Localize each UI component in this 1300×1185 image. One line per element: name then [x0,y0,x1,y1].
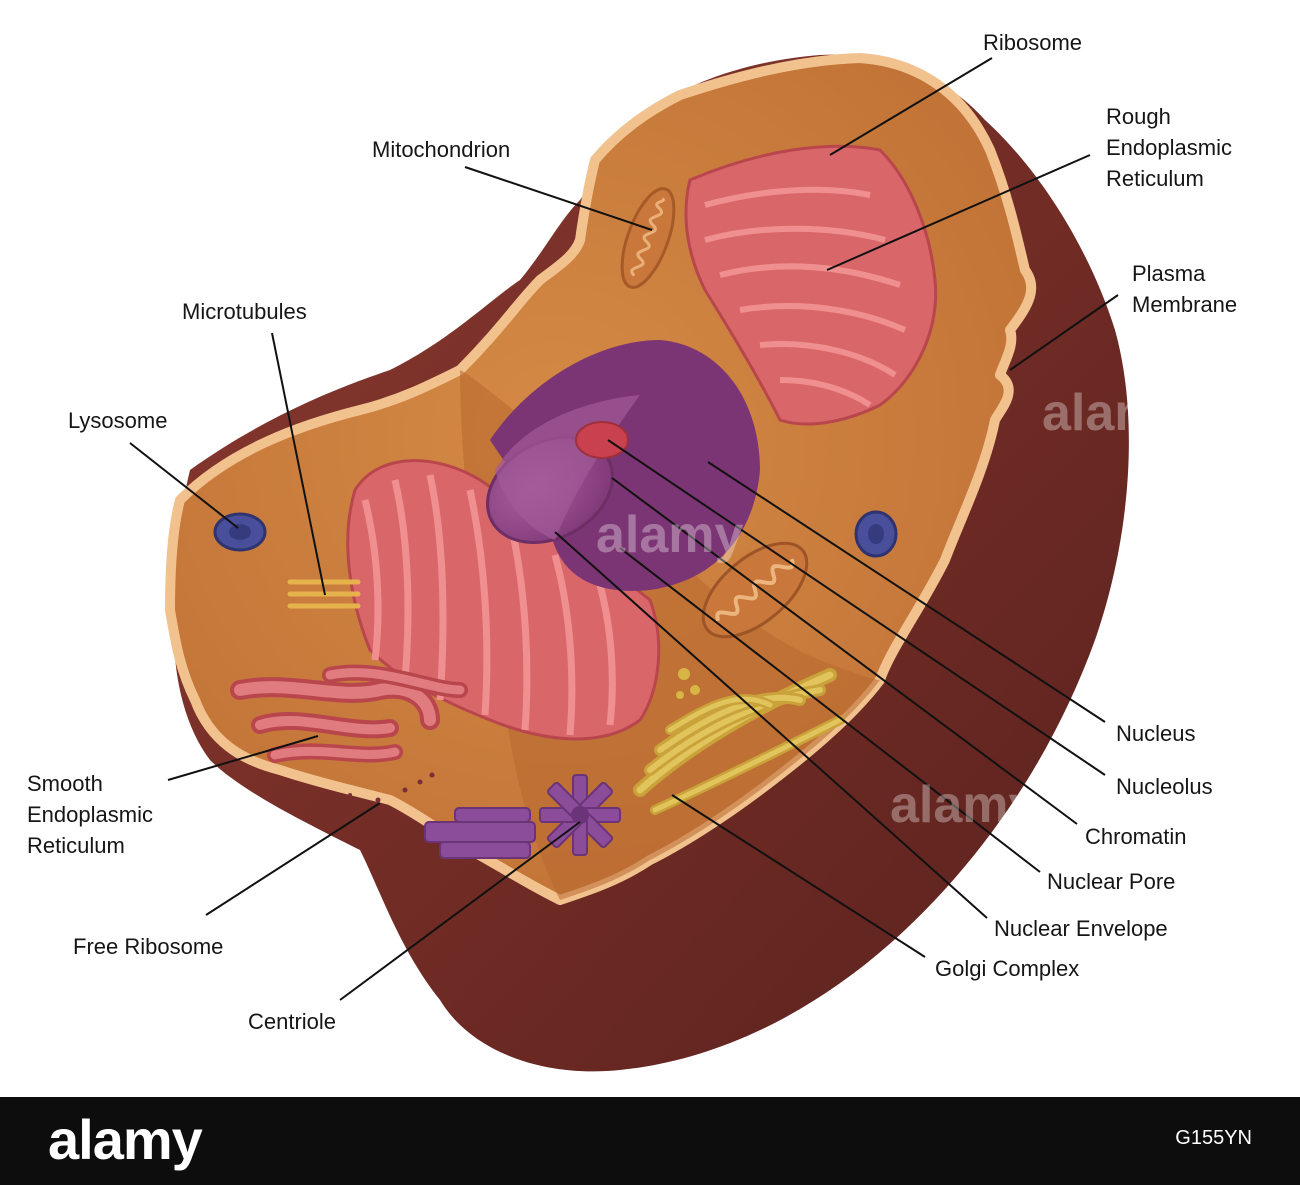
leader-free-ribosome [205,802,381,916]
label-mitochondrion: Mitochondrion [372,137,511,162]
leader-nucleolus [607,439,1106,776]
watermark-right: alamy [1042,384,1190,442]
footer-bar: alamy G155YN [0,1097,1300,1185]
label-smooth-er-line2: Endoplasmic [27,802,153,827]
label-chromatin: Chromatin [1085,824,1187,849]
leader-nucleus [707,461,1106,723]
free-ribosome-dots [348,772,435,803]
label-rough-er-line3: Reticulum [1106,166,1204,191]
nucleus-organelle [486,340,760,591]
leader-ribosome [829,57,993,156]
leader-nuclear-envelope [554,531,988,919]
watermark-center: alamy [596,506,744,564]
label-nuclear-pore: Nuclear Pore [1047,869,1176,894]
rough-er-lower [346,459,661,741]
label-microtubules: Microtubules [182,299,307,324]
smooth-er-organelle [230,664,468,763]
label-nuclear-envelope: Nuclear Envelope [994,916,1168,941]
label-rough-er: Rough Endoplasmic Reticulum [1106,101,1232,194]
label-lysosome: Lysosome [68,408,168,433]
label-centriole: Centriole [248,1009,337,1034]
leader-centriole [339,821,581,1001]
leader-rough-er [826,154,1091,271]
label-nucleus: Nucleus [1116,721,1196,746]
label-smooth-er-line3: Reticulum [27,833,125,858]
label-smooth-er-line1: Smooth [27,771,103,796]
leader-lysosome [129,442,239,529]
leader-plasma-membrane [1009,294,1119,371]
footer-image-id: G155YN [1175,1127,1252,1149]
leader-mitochondrion [464,166,653,231]
nucleolus-organelle [575,421,629,459]
centriole-organelle [424,774,621,859]
label-ribosome: Ribosome [983,30,1083,55]
label-rough-er-line1: Rough [1106,104,1171,129]
label-smooth-er: Smooth Endoplasmic Reticulum [27,768,153,861]
cell-illustration [129,53,1129,1072]
mitochondrion-organelle-top [620,187,676,289]
leader-golgi [671,794,926,958]
lysosome-right [854,510,898,558]
leader-lines [129,57,1119,1001]
rough-er-upper [684,144,938,426]
leader-smooth-er [167,735,319,781]
label-nucleolus: Nucleolus [1116,774,1213,799]
label-golgi-complex: Golgi Complex [935,956,1080,981]
mitochondrion-organelle-right [701,541,809,639]
leader-chromatin [611,477,1078,825]
label-plasma-membrane: Plasma Membrane [1132,258,1237,320]
golgi-organelle [633,668,845,815]
leader-microtubules [271,332,326,596]
label-free-ribosome: Free Ribosome [73,934,224,959]
label-rough-er-line2: Endoplasmic [1106,135,1232,160]
label-plasma-membrane-line2: Membrane [1132,292,1238,317]
leader-nuclear-pore [619,547,1041,873]
watermark-lower: alamy [890,776,1038,834]
footer-logo: alamy [48,1108,203,1171]
label-plasma-membrane-line1: Plasma [1132,261,1206,286]
lysosome-left [213,512,267,552]
cell-diagram: alamy alamy alamy Ribosome Mitochondrion… [27,30,1237,1072]
